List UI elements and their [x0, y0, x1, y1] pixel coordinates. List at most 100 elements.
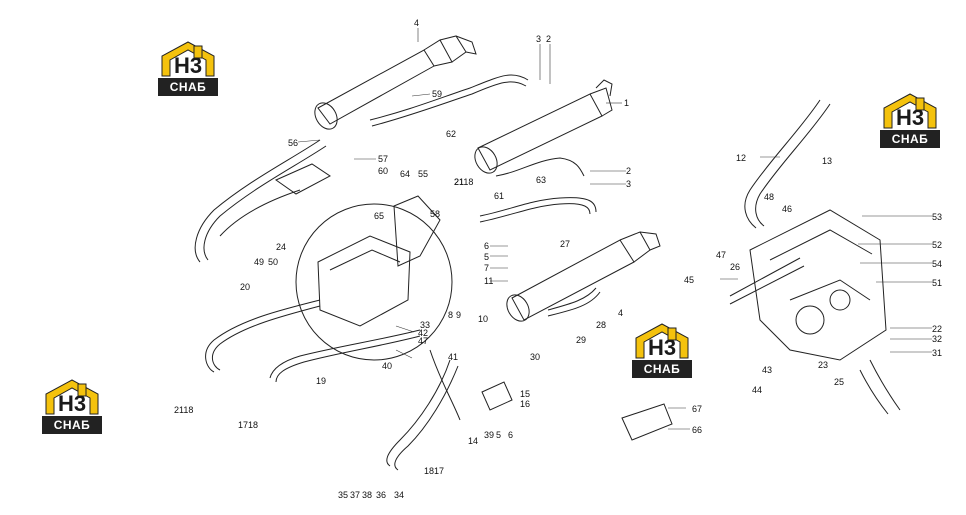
callout-label: 6 [484, 241, 489, 251]
callout-label: 44 [752, 385, 762, 395]
callout-label: 20 [240, 282, 250, 292]
callout-label: 46 [782, 204, 792, 214]
callout-label: 41 [448, 352, 458, 362]
callout-label: 1 [624, 98, 629, 108]
callout-label: 29 [576, 335, 586, 345]
brand-logo: H3 СНАБ [632, 322, 692, 380]
callout-label: 50 [268, 257, 278, 267]
callout-label: 57 [378, 154, 388, 164]
callout-label: 52 [932, 240, 942, 250]
callout-label: 42 [418, 328, 428, 338]
callout-label: 23 [818, 360, 828, 370]
logo-roof-icon [635, 323, 689, 359]
callout-label: 8 [448, 310, 453, 320]
hose-62 [369, 74, 529, 121]
callout-label: 26 [730, 262, 740, 272]
callout-label: 54 [932, 259, 942, 269]
callout-label: 32 [932, 334, 942, 344]
callout-label: 3 [536, 34, 541, 44]
callout-label: 62 [446, 129, 456, 139]
callout-label: 21 [454, 177, 464, 187]
callout-label: 64 [400, 169, 410, 179]
logo-mark: H3 [173, 53, 203, 78]
hose-12 [744, 99, 821, 229]
logo-roof-icon [45, 379, 99, 415]
callout-label: 2118 [174, 405, 193, 415]
callout-label: 9 [456, 310, 461, 320]
cylinder-4-right [506, 231, 661, 322]
callout-label: 48 [764, 192, 774, 202]
callout-label: 34 [394, 490, 404, 500]
callout-label: 33 [420, 320, 430, 330]
hose-20 [205, 299, 321, 373]
callout-label: 66 [692, 425, 702, 435]
callout-label: 15 [520, 389, 530, 399]
callout-label: 27 [560, 239, 570, 249]
callout-label: 47 [418, 336, 428, 346]
cylinder-1 [474, 79, 613, 174]
hose-27 [479, 197, 597, 217]
brand-logo: H3 СНАБ [158, 40, 218, 98]
callout-label: 19 [316, 376, 326, 386]
callout-label: 56 [288, 138, 298, 148]
callout-label: 13 [822, 156, 832, 166]
callout-label: 59 [432, 89, 442, 99]
main-valve-assembly [749, 209, 887, 361]
callout-label: 61 [494, 191, 504, 201]
callout-label: 38 [362, 490, 372, 500]
callout-label: 31 [932, 348, 942, 358]
callout-label: 2 [546, 34, 551, 44]
callout-label: 67 [692, 404, 702, 414]
logo-word: СНАБ [42, 416, 102, 434]
callout-label: 4 [414, 18, 419, 28]
callout-label: 55 [418, 169, 428, 179]
callout-label: 51 [932, 278, 942, 288]
callout-label: 28 [596, 320, 606, 330]
callout-label: 39 [484, 430, 494, 440]
logo-word: СНАБ [880, 130, 940, 148]
callout-label: 47 [716, 250, 726, 260]
logo-roof-icon [883, 93, 937, 129]
callout-label: 58 [430, 209, 440, 219]
callout-label: 5 [496, 430, 501, 440]
callout-label: 49 [254, 257, 264, 267]
callout-label: 4 [618, 308, 623, 318]
callout-label: 5 [484, 252, 489, 262]
callout-label: 22 [932, 324, 942, 334]
callout-label: 25 [834, 377, 844, 387]
logo-word: СНАБ [632, 360, 692, 378]
logo-mark: H3 [647, 335, 677, 360]
callout-label: 30 [530, 352, 540, 362]
callout-label: 7 [484, 263, 489, 273]
callout-label: 53 [932, 212, 942, 222]
logo-mark: H3 [57, 391, 87, 416]
callout-label: 1817 [424, 466, 444, 476]
hose-19 [269, 329, 421, 379]
callout-label: 11 [484, 276, 493, 286]
logo-mark: H3 [895, 105, 925, 130]
callout-label: 60 [378, 166, 388, 176]
callout-label: 37 [350, 490, 360, 500]
part-66 [621, 403, 673, 441]
callout-label: 45 [684, 275, 694, 285]
callout-label: 6 [508, 430, 513, 440]
callout-label: 24 [276, 242, 286, 252]
hose-63 [495, 157, 585, 177]
brand-logo: H3 СНАБ [42, 378, 102, 436]
callout-label: 40 [382, 361, 392, 371]
callout-label: 65 [374, 211, 384, 221]
callout-label: 43 [762, 365, 772, 375]
callout-label: 35 [338, 490, 348, 500]
callout-label: 36 [376, 490, 386, 500]
callout-label: 16 [520, 399, 530, 409]
logo-word: СНАБ [158, 78, 218, 96]
valve-detail-circle [295, 203, 453, 361]
brand-logo: H3 СНАБ [880, 92, 940, 150]
callout-label: 3 [626, 179, 631, 189]
logo-roof-icon [161, 41, 215, 77]
callout-label: 2 [626, 166, 631, 176]
cylinder-4-left [314, 35, 477, 130]
callout-label: 1718 [238, 420, 258, 430]
